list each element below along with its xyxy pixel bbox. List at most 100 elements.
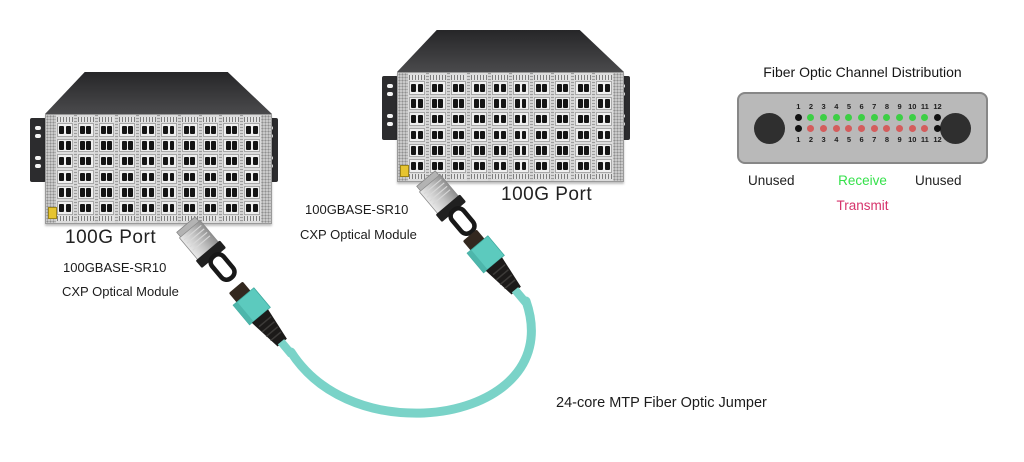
- cxp-port: [80, 141, 86, 150]
- line-card: [449, 73, 468, 181]
- port-module: [409, 143, 425, 158]
- cxp-port: [148, 172, 154, 181]
- line-card: [159, 115, 178, 223]
- port-module: [181, 154, 198, 169]
- channel-dot-cell: [906, 123, 919, 133]
- cxp-port: [417, 146, 423, 155]
- channel-dot-cell: [893, 123, 906, 133]
- cxp-port: [536, 162, 542, 171]
- card-rail: [177, 115, 181, 223]
- cxp-port: [184, 188, 190, 197]
- transmit-label: Transmit: [836, 198, 889, 213]
- cxp-port: [556, 99, 562, 108]
- port-module: [119, 138, 136, 153]
- cxp-port: [121, 157, 127, 166]
- port-module: [596, 143, 612, 158]
- cxp-module-top: [416, 170, 477, 237]
- cxp-port: [542, 99, 548, 108]
- top-module-label-line1: 100GBASE-SR10: [305, 202, 409, 217]
- port-module: [409, 81, 425, 95]
- channel-number: 11: [920, 134, 929, 144]
- cxp-port: [432, 146, 438, 155]
- cxp-port: [65, 188, 71, 197]
- cxp-port: [80, 204, 86, 213]
- channel-dot-transmit: [794, 124, 802, 132]
- channel-dot-cell: [855, 112, 868, 122]
- port-module: [140, 138, 156, 153]
- line-card: [553, 73, 572, 181]
- cxp-port: [500, 130, 506, 139]
- port-module: [512, 159, 529, 174]
- rack-ear-left: [30, 118, 46, 182]
- cxp-port: [148, 157, 154, 166]
- channel-dot-cell: [792, 123, 805, 133]
- cxp-port: [148, 188, 154, 197]
- cxp-port: [86, 204, 92, 213]
- cxp-port: [563, 83, 569, 92]
- channel-dot-cell: [830, 123, 843, 133]
- cxp-port: [556, 146, 562, 155]
- channel-number-cell: 12: [931, 134, 944, 144]
- cxp-port: [163, 157, 169, 166]
- port-module: [57, 138, 73, 153]
- channel-number: 5: [846, 134, 852, 144]
- cxp-port: [521, 146, 527, 155]
- cxp-port: [246, 188, 252, 197]
- port-module: [429, 96, 446, 111]
- port-module: [244, 123, 260, 137]
- port-module: [244, 201, 260, 216]
- cxp-port: [521, 115, 527, 124]
- cxp-port: [473, 115, 479, 124]
- port-module: [119, 123, 136, 137]
- cxp-port: [604, 146, 610, 155]
- channel-dot-cell: [817, 112, 830, 122]
- cxp-port: [438, 162, 444, 171]
- port-module: [533, 96, 550, 111]
- channel-number: 7: [872, 134, 877, 144]
- left-module-label-line1: 100GBASE-SR10: [63, 260, 167, 275]
- channel-dot-cell: [805, 112, 818, 122]
- port-module: [512, 112, 529, 127]
- cxp-port: [127, 141, 133, 150]
- port-module: [492, 81, 508, 95]
- cxp-port: [190, 188, 196, 197]
- cxp-port: [148, 204, 154, 213]
- cxp-port: [107, 188, 113, 197]
- cxp-port: [521, 83, 527, 92]
- cxp-port: [473, 146, 479, 155]
- port-module: [533, 112, 550, 127]
- port-module: [77, 154, 94, 169]
- port-module: [181, 185, 198, 200]
- cxp-port: [142, 157, 148, 166]
- cxp-port: [231, 204, 237, 213]
- port-module: [98, 185, 115, 200]
- cxp-port: [163, 204, 169, 213]
- switch-top-cover: [45, 72, 272, 114]
- cxp-port: [121, 125, 127, 134]
- channel-dot-transmit: [908, 124, 916, 132]
- port-module: [57, 185, 73, 200]
- channel-dot-receive: [794, 113, 802, 121]
- port-module: [429, 112, 446, 127]
- cxp-port: [494, 99, 500, 108]
- cxp-port: [204, 172, 210, 181]
- channel-number-cell: 2: [805, 134, 818, 144]
- channel-dot-receive: [934, 113, 942, 121]
- channel-number-cell: 11: [919, 101, 932, 111]
- channel-dot-transmit: [934, 124, 942, 132]
- port-module: [471, 112, 488, 127]
- channel-number: 4: [834, 101, 839, 111]
- cxp-port: [225, 172, 231, 181]
- channel-dot-cell: [906, 112, 919, 122]
- cxp-port: [577, 99, 583, 108]
- cxp-port: [432, 115, 438, 124]
- channel-distribution-title: Fiber Optic Channel Distribution: [763, 64, 962, 80]
- channel-number: 2: [808, 101, 814, 111]
- cxp-port: [169, 204, 175, 213]
- channel-number: 9: [897, 134, 902, 144]
- channel-dot-transmit: [870, 124, 878, 132]
- port-module: [429, 159, 446, 174]
- cxp-port: [536, 146, 542, 155]
- port-module: [492, 112, 508, 127]
- cxp-port: [494, 115, 500, 124]
